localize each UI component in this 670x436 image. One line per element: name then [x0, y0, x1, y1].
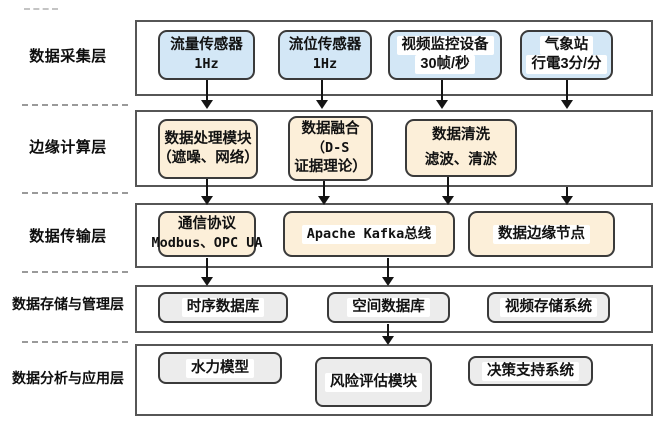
node-line: 数据融合: [301, 121, 360, 137]
flow-arrow: [382, 258, 394, 286]
node-line: 气象站: [539, 36, 594, 55]
node-line: 数据处理模块: [164, 131, 252, 147]
node-video-monitor: 视频监控设备 30帧/秒: [388, 30, 502, 80]
node-risk-assessment: 风险评估模块: [315, 357, 432, 407]
layer-label-collection: 数据采集层: [29, 48, 107, 65]
layer-separator: [22, 341, 128, 343]
node-line: 行電3分/分: [526, 55, 607, 74]
flow-arrow: [316, 80, 328, 109]
layer-label-storage: 数据存储与管理层: [12, 296, 124, 312]
flow-arrow: [382, 324, 394, 345]
flow-arrow: [201, 258, 213, 286]
node-line: 流量传感器: [170, 37, 243, 53]
node-line: 风险评估模块: [325, 372, 422, 392]
node-hydraulic-model: 水力模型: [158, 352, 282, 384]
node-line: （D-S: [311, 140, 350, 156]
node-line: 1Hz: [312, 56, 338, 72]
node-line: 证据理论）: [294, 159, 367, 175]
node-kafka-bus: Apache Kafka总线: [283, 211, 455, 257]
node-line: 视频监控设备: [396, 36, 494, 55]
flow-arrow: [561, 80, 573, 109]
node-line: 数据清洗: [432, 127, 490, 144]
layer-separator: [24, 8, 58, 10]
flow-arrow: [442, 177, 454, 205]
node-weather-station: 气象站 行電3分/分: [520, 30, 613, 80]
layer-separator: [22, 104, 128, 106]
layer-label-edge: 边缘计算层: [29, 139, 107, 156]
flow-arrow: [318, 181, 330, 205]
node-flow-rate-sensor: 流量传感器 1Hz: [158, 30, 255, 80]
node-edge-node: 数据边缘节点: [468, 211, 615, 257]
node-timeseries-db: 时序数据库: [158, 292, 288, 323]
node-line: Modbus、OPC UA: [151, 235, 263, 251]
node-line: Apache Kafka总线: [301, 224, 437, 244]
node-line: 滤波、清淤: [424, 151, 498, 168]
node-line: 视频存储系统: [500, 298, 597, 317]
node-line: 通信协议: [178, 216, 236, 232]
node-data-processing: 数据处理模块 （遮噪、网络）: [157, 119, 259, 179]
node-line: 决策支持系统: [482, 361, 579, 381]
node-comm-protocol: 通信协议 Modbus、OPC UA: [151, 211, 263, 257]
node-line: 水力模型: [186, 358, 254, 378]
node-line: 空间数据库: [347, 298, 430, 317]
node-line: 时序数据库: [181, 298, 265, 317]
layer-label-transport: 数据传输层: [29, 228, 107, 245]
layer-label-analysis: 数据分析与应用层: [12, 370, 124, 386]
node-spatial-db: 空间数据库: [327, 292, 450, 323]
node-line: 数据边缘节点: [493, 224, 590, 244]
flow-arrow: [561, 187, 573, 205]
node-data-fusion: 数据融合 （D-S 证据理论）: [288, 116, 373, 181]
flow-arrow: [436, 80, 448, 109]
node-water-level-sensor: 流位传感器 1Hz: [278, 30, 372, 80]
layer-separator: [22, 192, 128, 194]
flow-arrow: [201, 80, 213, 109]
node-line: 30帧/秒: [415, 55, 475, 74]
node-data-cleaning: 数据清洗 滤波、清淤: [405, 119, 517, 177]
node-video-storage: 视频存储系统: [487, 292, 610, 323]
node-line: 1Hz: [194, 56, 219, 72]
node-line: （遮噪、网络）: [157, 150, 259, 166]
node-line: 流位传感器: [288, 37, 362, 53]
layer-separator: [22, 271, 128, 273]
flow-arrow: [201, 179, 213, 205]
node-decision-support: 决策支持系统: [468, 356, 593, 386]
